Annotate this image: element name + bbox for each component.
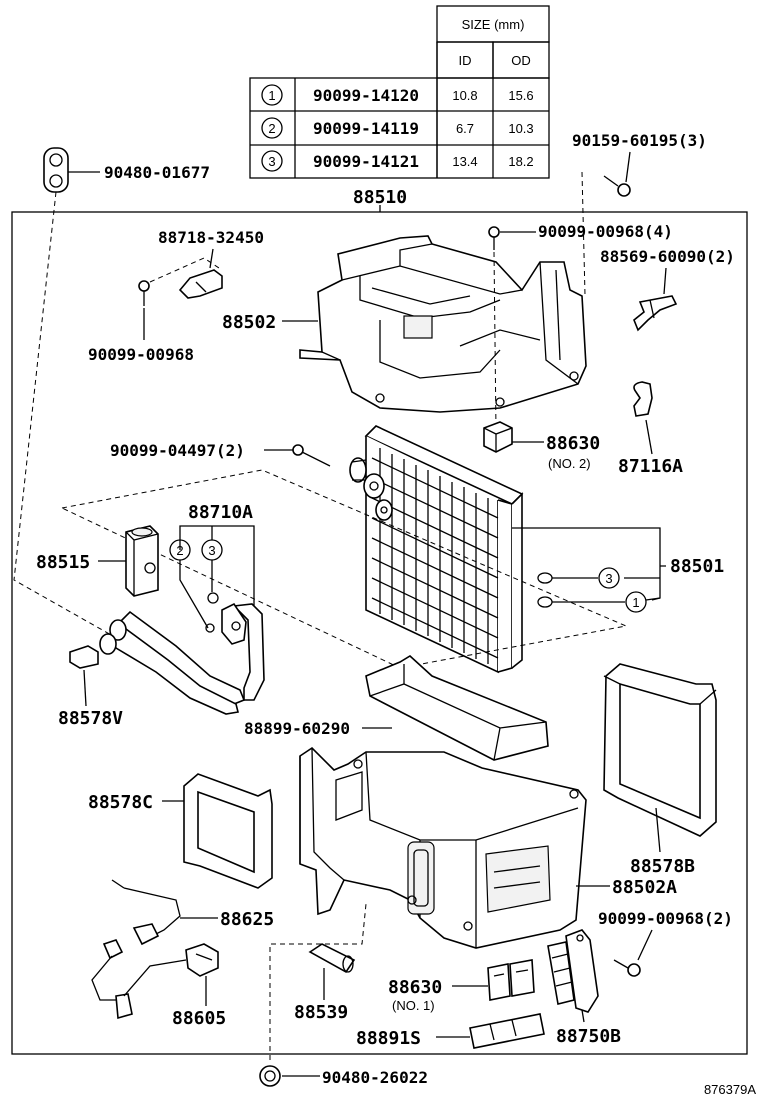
callout-3: 3 (208, 543, 215, 558)
lower-case-88502A (299, 746, 587, 949)
upper-case-88502 (299, 235, 587, 413)
label-90099-00968: 90099-00968 (88, 345, 194, 364)
label-90159-60195: 90159-60195(3) (572, 131, 707, 150)
tube-88539 (308, 943, 356, 974)
label-88710A: 88710A (188, 502, 253, 523)
pipe-88710A (99, 602, 265, 715)
label-88630-no2: 88630 (546, 433, 600, 454)
clip-88578V (69, 645, 99, 669)
label-88510: 88510 (353, 187, 407, 208)
o-ring (207, 592, 219, 604)
screw-90099-00968-2 (613, 959, 641, 977)
label-88502: 88502 (222, 312, 276, 333)
label-88625: 88625 (220, 909, 274, 930)
o-ring (205, 623, 215, 633)
grommet-90480-26022 (259, 1065, 281, 1087)
screw-90159-60195 (603, 175, 631, 197)
o-ring-1 (537, 596, 553, 608)
row-od: 15.6 (508, 88, 533, 103)
label-no2: (NO. 2) (548, 456, 591, 471)
label-88605: 88605 (172, 1008, 226, 1029)
row-id: 6.7 (456, 121, 474, 136)
callout-2: 2 (176, 543, 183, 558)
size-header: SIZE (mm) (462, 17, 525, 32)
row-od: 18.2 (508, 154, 533, 169)
label-88718-32450: 88718-32450 (158, 228, 264, 247)
col-id-header: ID (459, 53, 472, 68)
size-table: SIZE (mm) ID OD 1 90099-14120 10.8 15.6 … (249, 5, 550, 179)
callout-1: 1 (632, 595, 639, 610)
clip-88718-32450 (178, 269, 223, 299)
label-88891S: 88891S (356, 1028, 421, 1049)
label-88750B: 88750B (556, 1026, 621, 1047)
o-ring-3 (537, 572, 553, 584)
label-87116A: 87116A (618, 456, 683, 477)
sensor-88625 (111, 879, 181, 946)
seal-88578C (183, 773, 273, 889)
row-part: 90099-14119 (313, 119, 419, 138)
label-90099-00968-4: 90099-00968(4) (538, 222, 673, 241)
callout-3-right: 3 (605, 571, 612, 586)
label-90099-00968-2: 90099-00968(2) (598, 909, 733, 928)
evaporator-88501 (349, 425, 524, 674)
row-part: 90099-14120 (313, 86, 419, 105)
label-88630-no1: 88630 (388, 977, 442, 998)
resistor-88750B (547, 929, 599, 1013)
label-88502A: 88502A (612, 877, 677, 898)
label-88515: 88515 (36, 552, 90, 573)
bolt-90099-04497 (292, 444, 331, 467)
label-88539: 88539 (294, 1002, 348, 1023)
label-88569-60090: 88569-60090(2) (600, 247, 735, 266)
label-90480-26022: 90480-26022 (322, 1068, 428, 1087)
screw-90099-00968 (138, 280, 150, 306)
clip-87116A (633, 381, 653, 417)
relay-88630-no2 (483, 421, 513, 453)
divider-88899-60290 (365, 655, 549, 761)
row-id: 13.4 (452, 154, 477, 169)
holder-88891S (469, 1013, 545, 1049)
grommet-90480-01677 (43, 147, 69, 193)
relay-88630-no1 (487, 959, 535, 1001)
row-num: 3 (268, 154, 275, 169)
diagram-id: 876379A (704, 1082, 756, 1097)
label-88578B: 88578B (630, 856, 695, 877)
row-id: 10.8 (452, 88, 477, 103)
label-no1: (NO. 1) (392, 998, 435, 1013)
row-part: 90099-14121 (313, 152, 419, 171)
clip-88569-60090 (633, 295, 678, 332)
expansion-valve-88515 (125, 525, 159, 597)
screw-90099-00968-4 (488, 226, 500, 250)
harness-88605 (91, 939, 219, 1020)
label-88501: 88501 (670, 556, 724, 577)
row-od: 10.3 (508, 121, 533, 136)
label-88899-60290: 88899-60290 (244, 719, 350, 738)
label-90480-01677: 90480-01677 (104, 163, 210, 182)
label-90099-04497: 90099-04497(2) (110, 441, 245, 460)
row-num: 1 (268, 88, 275, 103)
col-od-header: OD (511, 53, 531, 68)
label-88578V: 88578V (58, 708, 123, 729)
seal-88578B (603, 663, 717, 837)
label-88578C: 88578C (88, 792, 153, 813)
row-num: 2 (268, 121, 275, 136)
